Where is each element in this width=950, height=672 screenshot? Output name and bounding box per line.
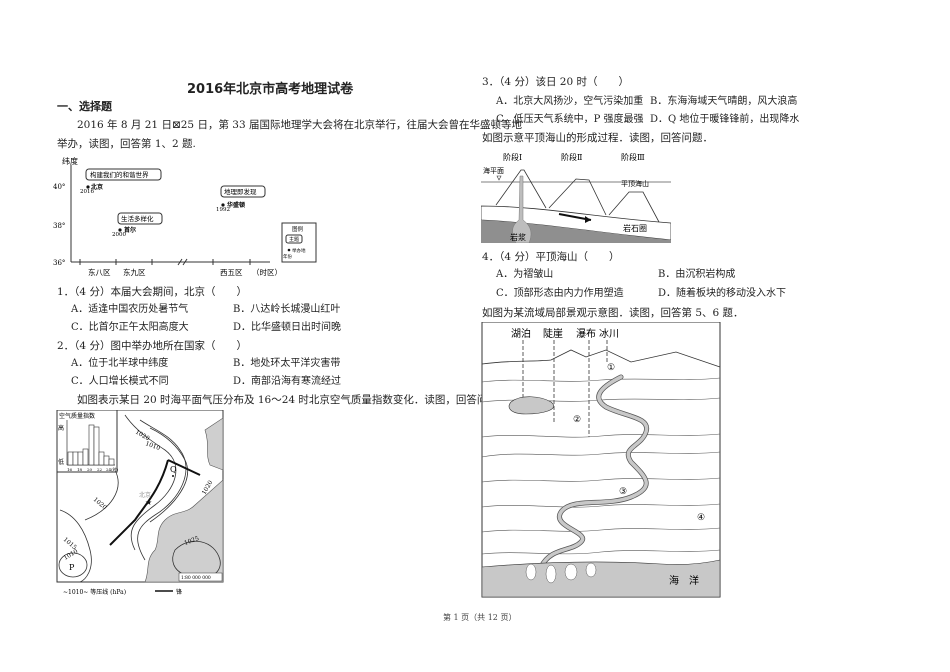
figure-pressure-map: 空气质量指数 高 低 16 18 20 22 24(时) 1020 1010 1… [56, 410, 224, 596]
svg-text:东九区: 东九区 [123, 267, 146, 277]
q2-option-a[interactable]: A．位于北半球中纬度 [71, 358, 169, 369]
svg-text:低: 低 [58, 458, 64, 466]
intro-text-3: 如图示意平顶海山的形成过程．读图，回答问题． [482, 132, 713, 144]
intro-text-1b: 举办，读图，回答第 1、2 题. [57, 138, 196, 150]
svg-text:1010: 1010 [144, 440, 161, 452]
intro-text-1: 2016 年 8 月 21 日⊠25 日，第 33 届国际地理学大会将在北京举行… [77, 119, 522, 131]
q3-option-c[interactable]: C．低压天气系统中，P 强度最强 [496, 114, 644, 125]
intro-text-4: 如图为某流域局部景观示意图．读图，回答第 5、6 题． [482, 307, 744, 319]
svg-text:华盛顿: 华盛顿 [227, 201, 245, 209]
svg-text:冰川: 冰川 [599, 327, 619, 340]
q3-option-a[interactable]: A．北京大风扬沙，空气污染加重 [496, 96, 644, 107]
svg-text:举办地: 举办地 [292, 247, 306, 254]
svg-text:Q: Q [170, 465, 177, 474]
question-1-stem: 1．（4 分）本届大会期间，北京（ ） [57, 286, 247, 298]
question-3-stem: 3．（4 分）该日 20 时（ ） [482, 76, 629, 88]
svg-text:16: 16 [67, 467, 73, 472]
svg-text:陡崖: 陡崖 [543, 328, 563, 340]
svg-text:20: 20 [87, 467, 93, 472]
svg-text:1∶80 000 000: 1∶80 000 000 [181, 575, 211, 581]
svg-text:④: ④ [697, 513, 705, 523]
svg-text:阶段Ⅱ: 阶段Ⅱ [561, 152, 582, 162]
svg-text:24(时): 24(时) [106, 466, 119, 472]
svg-text:①: ① [607, 363, 615, 373]
figure-river-basin: 湖泊 陡崖 瀑布 冰川 ① ② ③ ④ 海 洋 [481, 322, 721, 598]
svg-text:海 洋: 海 洋 [669, 574, 699, 587]
section-heading: 一、选择题 [57, 100, 112, 113]
svg-text:2016: 2016 [80, 189, 94, 195]
q1-option-d[interactable]: D．比华盛顿日出时间晚 [233, 322, 342, 333]
svg-text:1025: 1025 [183, 535, 200, 547]
q1-option-b[interactable]: B．八达岭长城漫山红叶 [233, 304, 341, 315]
svg-text:北京: 北京 [139, 491, 151, 499]
question-2-stem: 2．（4 分）图中举办地所在国家（ ） [57, 340, 247, 352]
q1-option-c[interactable]: C．比首尔正午太阳高度大 [71, 322, 189, 333]
svg-text:阶段Ⅰ: 阶段Ⅰ [503, 152, 522, 162]
q2-option-b[interactable]: B．地处环太平洋灾害带 [233, 358, 341, 369]
svg-text:西五区: 西五区 [220, 268, 243, 277]
svg-text:P: P [69, 563, 75, 572]
svg-text:（时区）: （时区） [252, 267, 282, 277]
q4-option-c[interactable]: C．顶部形态由内力作用塑造 [496, 288, 624, 299]
page-number: 第 1 页（共 12 页） [443, 613, 517, 622]
figure-congress-chart: 纬度 40° 38° 36° 东八区 东九区 西五区 （时区） 构建我们的和谐世… [53, 156, 317, 277]
svg-text:纬度: 纬度 [62, 156, 78, 166]
svg-text:~1010~ 等压线 (hPa): ~1010~ 等压线 (hPa) [63, 588, 126, 596]
svg-text:空气质量指数: 空气质量指数 [59, 412, 95, 420]
svg-text:2000: 2000 [112, 232, 126, 238]
intro-text-2: 如图表示某日 20 时海平面气压分布及 16～24 时北京空气质量指数变化．读图… [77, 394, 509, 406]
svg-text:③: ③ [619, 487, 627, 497]
svg-text:主题: 主题 [289, 236, 299, 243]
svg-text:瀑布: 瀑布 [576, 328, 596, 340]
svg-text:地理即发现: 地理即发现 [224, 187, 257, 196]
page-title: 2016年北京市高考地理试卷 [187, 82, 354, 97]
svg-text:构建我们的和谐世界: 构建我们的和谐世界 [90, 170, 149, 179]
svg-text:36°: 36° [53, 259, 65, 267]
svg-text:岩浆: 岩浆 [510, 232, 526, 242]
svg-text:平顶海山: 平顶海山 [621, 179, 649, 188]
svg-text:1992: 1992 [216, 207, 230, 213]
q3-option-d[interactable]: D．Q 地位于暖锋锋前，出现降水 [650, 114, 800, 125]
q1-option-a[interactable]: A．适逢中国农历处暑节气 [71, 304, 189, 315]
svg-text:海平面: 海平面 [483, 166, 504, 175]
svg-text:40°: 40° [53, 183, 65, 191]
question-4-stem: 4．（4 分）平顶海山（ ） [482, 251, 620, 263]
svg-text:阶段Ⅲ: 阶段Ⅲ [621, 152, 645, 162]
q4-option-b[interactable]: B．由沉积岩构成 [658, 269, 736, 280]
svg-text:东八区: 东八区 [88, 267, 111, 277]
svg-text:★: ★ [145, 498, 152, 507]
svg-text:图例: 图例 [292, 225, 304, 233]
q2-option-c[interactable]: C．人口增长模式不同 [71, 376, 169, 387]
q4-option-d[interactable]: D．随着板块的移动没入水下 [658, 288, 787, 299]
svg-text:锋: 锋 [176, 588, 182, 596]
svg-text:38°: 38° [53, 222, 65, 230]
svg-text:首尔: 首尔 [124, 226, 136, 234]
q2-option-d[interactable]: D．南部沿海有寒流经过 [233, 376, 342, 387]
svg-text:生活多样化: 生活多样化 [121, 214, 154, 223]
svg-text:湖泊: 湖泊 [511, 328, 531, 340]
svg-text:高: 高 [58, 424, 64, 432]
svg-text:岩石圈: 岩石圈 [623, 223, 647, 233]
svg-text:22: 22 [97, 467, 103, 472]
figure-guyot-formation: 阶段Ⅰ 阶段Ⅱ 阶段Ⅲ 海平面 平顶海山 岩石圈 岩浆 [481, 152, 671, 243]
svg-text:北京: 北京 [91, 183, 103, 191]
svg-text:年份: 年份 [283, 253, 292, 260]
q3-option-b[interactable]: B．东海海域天气晴朗，风大浪高 [650, 96, 798, 107]
q4-option-a[interactable]: A．为褶皱山 [496, 269, 554, 280]
svg-text:18: 18 [77, 467, 83, 472]
svg-text:②: ② [573, 415, 581, 425]
